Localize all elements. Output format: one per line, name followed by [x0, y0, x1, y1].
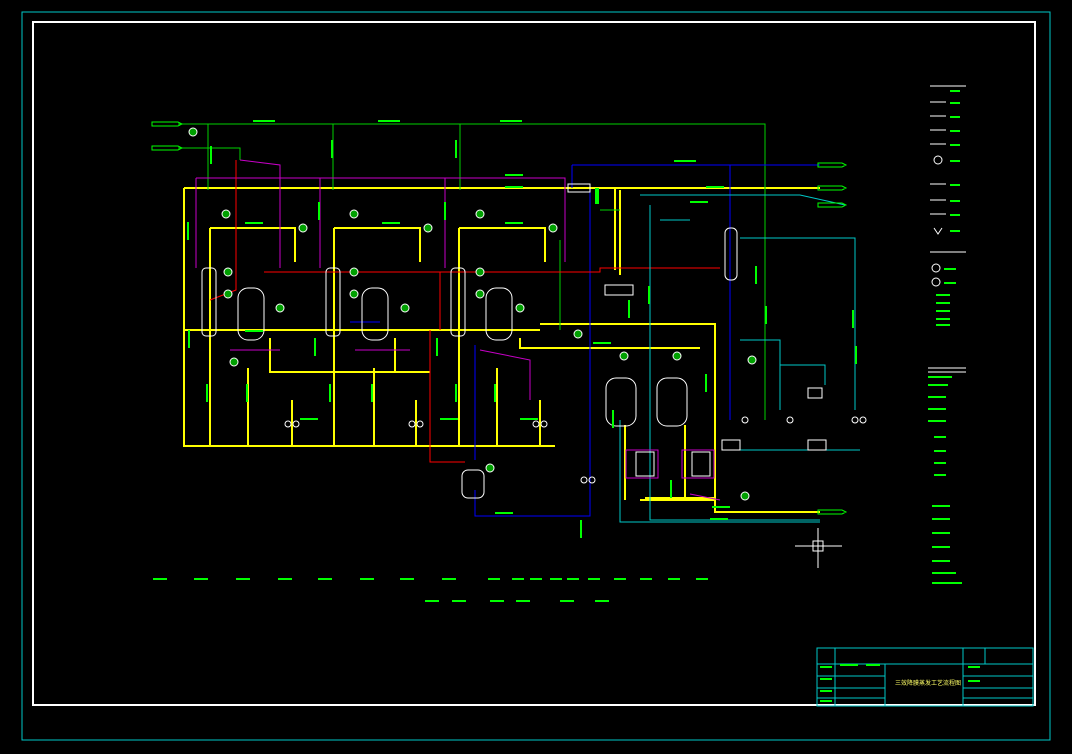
centrifuge-frames [625, 449, 715, 479]
vacuum-tank [604, 284, 634, 296]
title-block: 三效降膜蒸发工艺流程图 [816, 647, 1034, 707]
equipment-tag-rows [153, 578, 708, 602]
stream-arrows [151, 121, 848, 515]
outer-frame [21, 11, 1051, 741]
line-tags [187, 120, 857, 538]
receiving-tank-2 [807, 439, 827, 451]
instrument-markers [188, 127, 757, 501]
centrifuge-1 [635, 451, 655, 477]
crystallizer-1 [605, 377, 637, 427]
utility-pipes-cyan [619, 194, 860, 523]
inner-frame [32, 21, 1036, 706]
pump-symbols [284, 416, 867, 484]
preheater [567, 183, 591, 193]
legend-column [928, 85, 966, 584]
condenser-column [724, 227, 738, 281]
condensate-tank [461, 469, 485, 499]
separator-1 [237, 287, 265, 341]
separator-2 [361, 287, 389, 341]
centrifuge-2 [691, 451, 711, 477]
condensate-pipes-red [209, 160, 720, 463]
receiving-tank-1 [721, 439, 741, 451]
crystallizer-2 [656, 377, 688, 427]
return-pipes-magenta [195, 159, 721, 501]
cooling-pipes-blue [350, 164, 820, 517]
separator-3 [485, 287, 513, 341]
vacuum-pump [807, 387, 823, 399]
falling-film-evaporator-1 [201, 267, 217, 337]
process-pipes-yellow [183, 187, 820, 513]
falling-film-evaporator-3 [450, 267, 466, 337]
falling-film-evaporator-2 [325, 267, 341, 337]
drawing-title: 三效降膜蒸发工艺流程图 [895, 679, 961, 687]
equipment-white [201, 183, 842, 568]
